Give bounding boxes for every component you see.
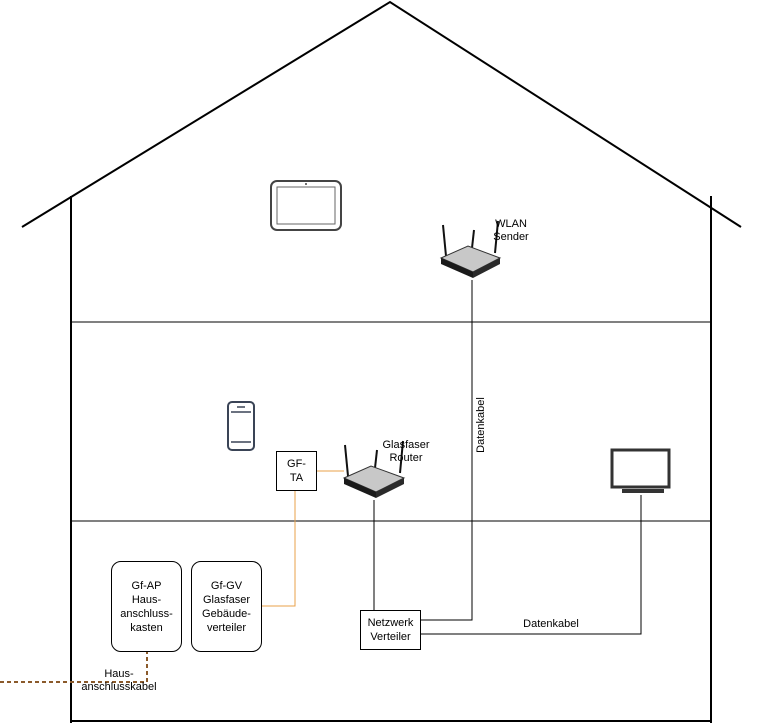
gf-ap-box: Gf-AP Haus- anschluss- kasten — [111, 561, 182, 652]
smartphone-icon — [227, 401, 255, 451]
house-connection-cable — [0, 652, 148, 683]
house-cable-label: Haus- anschlusskabel — [81, 668, 157, 693]
cable-wlan-to-switch — [421, 280, 473, 621]
wlan-router-icon — [439, 220, 502, 278]
cable-label-vertical: Datenkabel — [475, 397, 487, 453]
wlan-sender-label: WLAN Sender — [493, 218, 529, 243]
tv-icon — [610, 448, 671, 493]
network-switch-box: Netzwerk Verteiler — [360, 610, 421, 650]
fiber-gfgv-to-gfta — [261, 491, 296, 607]
roof — [21, 0, 742, 228]
fiber-router-label: Glasfaser Router — [382, 439, 430, 464]
fiber-router-icon — [342, 440, 406, 498]
cable-label-horizontal: Datenkabel — [523, 618, 579, 630]
gf-ta-box: GF- TA — [276, 451, 317, 491]
cable-switch-to-tv — [421, 495, 642, 635]
gf-gv-box: Gf-GV Glasfaser Gebäude- verteiler — [191, 561, 262, 652]
tablet-icon — [270, 180, 342, 231]
